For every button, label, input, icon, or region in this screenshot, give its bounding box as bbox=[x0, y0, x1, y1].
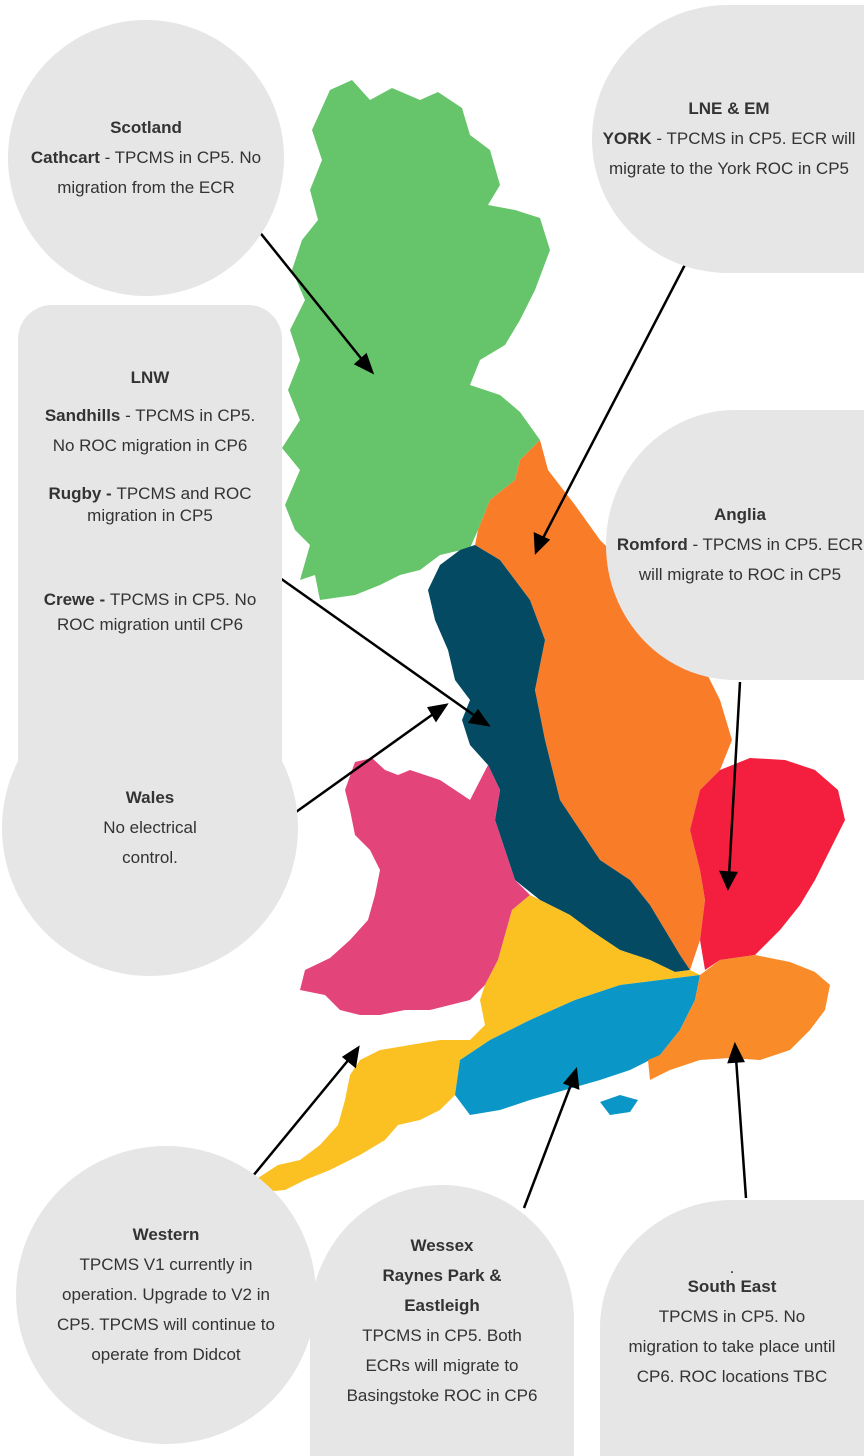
callout-text: TPCMS in CP5. No migration to take place… bbox=[628, 1307, 836, 1386]
callout-title: Wales bbox=[125, 788, 175, 807]
callout-title: LNE & EM bbox=[688, 99, 770, 118]
callout-western: Western TPCMS V1 currently in operation.… bbox=[16, 1146, 316, 1444]
lnw-item-sandhills: Sandhills - TPCMS in CP5. No ROC migrati… bbox=[44, 406, 256, 455]
region-wessex bbox=[455, 975, 700, 1115]
callout-text: No electrical control. bbox=[103, 818, 197, 867]
region-lne-em bbox=[475, 440, 732, 970]
lnw-item-crewe: Crewe - TPCMS in CP5. No ROC migration u… bbox=[43, 590, 257, 634]
callout-text: YORK - TPCMS in CP5. ECR will migrate to… bbox=[602, 129, 856, 178]
callout-title: LNW bbox=[130, 368, 170, 387]
region-anglia bbox=[690, 758, 845, 970]
callout-title: Western bbox=[132, 1225, 200, 1244]
callout-anglia: Anglia Romford - TPCMS in CP5. ECR will … bbox=[606, 410, 864, 680]
callout-title: South East bbox=[687, 1277, 777, 1296]
callout-scotland: Scotland Cathcart - TPCMS in CP5. No mig… bbox=[8, 20, 284, 296]
region-western bbox=[258, 895, 700, 1192]
callout-subtitle: Raynes Park & Eastleigh bbox=[382, 1265, 502, 1315]
callout-text: Romford - TPCMS in CP5. ECR will migrate… bbox=[616, 535, 864, 584]
callout-wessex: Wessex Raynes Park & Eastleigh TPCMS in … bbox=[310, 1185, 574, 1456]
region-wales bbox=[300, 758, 530, 1015]
region-south-east bbox=[648, 955, 830, 1080]
callout-wales: Wales No electrical control. bbox=[2, 680, 298, 976]
callout-south-east: . South East TPCMS in CP5. No migration … bbox=[600, 1200, 864, 1456]
callout-text: TPCMS in CP5. Both ECRs will migrate to … bbox=[346, 1325, 538, 1405]
region-scotland bbox=[282, 80, 550, 600]
callout-text: TPCMS V1 currently in operation. Upgrade… bbox=[57, 1255, 275, 1364]
callout-dot: . bbox=[729, 1258, 735, 1277]
lnw-item-rugby: Rugby - TPCMS and ROC migration in CP5 bbox=[48, 484, 252, 525]
callout-title: Wessex bbox=[410, 1235, 474, 1255]
isle-of-wight bbox=[600, 1095, 638, 1115]
callout-text: Cathcart - TPCMS in CP5. No migration fr… bbox=[30, 148, 262, 197]
callout-title: Anglia bbox=[714, 505, 766, 524]
callout-lne-em: LNE & EM YORK - TPCMS in CP5. ECR will m… bbox=[592, 5, 864, 273]
connector-arrows bbox=[247, 224, 748, 1209]
region-lnw bbox=[428, 545, 690, 972]
callout-title: Scotland bbox=[110, 118, 182, 137]
